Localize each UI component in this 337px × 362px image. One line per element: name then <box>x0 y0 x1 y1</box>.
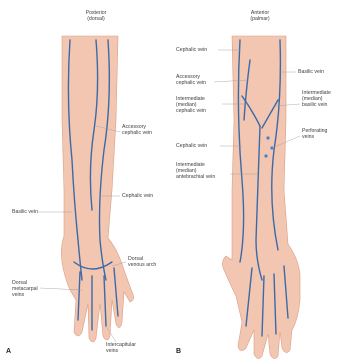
label-cephalic-a: Cephalic vein <box>122 193 153 199</box>
label-dorsal-venous-arch-a: Dorsal venous arch <box>128 256 156 268</box>
label-median-basilic-b: Intermediate (median) basilic vein <box>302 90 331 108</box>
perforating-vein-dot-1 <box>267 137 270 140</box>
posterior-view-title: Posterior (dorsal) <box>76 10 116 22</box>
perforating-vein-dot-3 <box>265 155 268 158</box>
label-median-cephalic-b: Intermediate (median) cephalic vein <box>176 96 206 114</box>
label-median-antebrachial-b: Intermediate (median) antebrachial vein <box>176 162 215 180</box>
panel-letter-b: B <box>176 348 181 355</box>
anterior-view-title: Anterior (palmar) <box>240 10 280 22</box>
label-cephalic-lower-b: Cephalic vein <box>176 143 207 149</box>
label-accessory-cephalic-a: Accessory cephalic vein <box>122 124 152 136</box>
label-dorsal-metacarpal-a: Dorsal metacarpal veins <box>12 280 38 298</box>
posterior-arm <box>38 36 134 342</box>
label-perforating-b: Perforating veins <box>302 128 327 140</box>
label-intercapitular-a: Intercapitular veins <box>106 342 136 354</box>
label-basilic-a: Basilic vein <box>12 209 38 215</box>
anterior-arm <box>214 36 300 359</box>
anterior-arm-silhouette <box>222 36 300 359</box>
label-basilic-b: Basilic vein <box>298 69 324 75</box>
panel-letter-a: A <box>6 348 11 355</box>
label-cephalic-top-b: Cephalic vein <box>176 47 207 53</box>
label-accessory-cephalic-b: Accessory cephalic vein <box>176 74 206 86</box>
